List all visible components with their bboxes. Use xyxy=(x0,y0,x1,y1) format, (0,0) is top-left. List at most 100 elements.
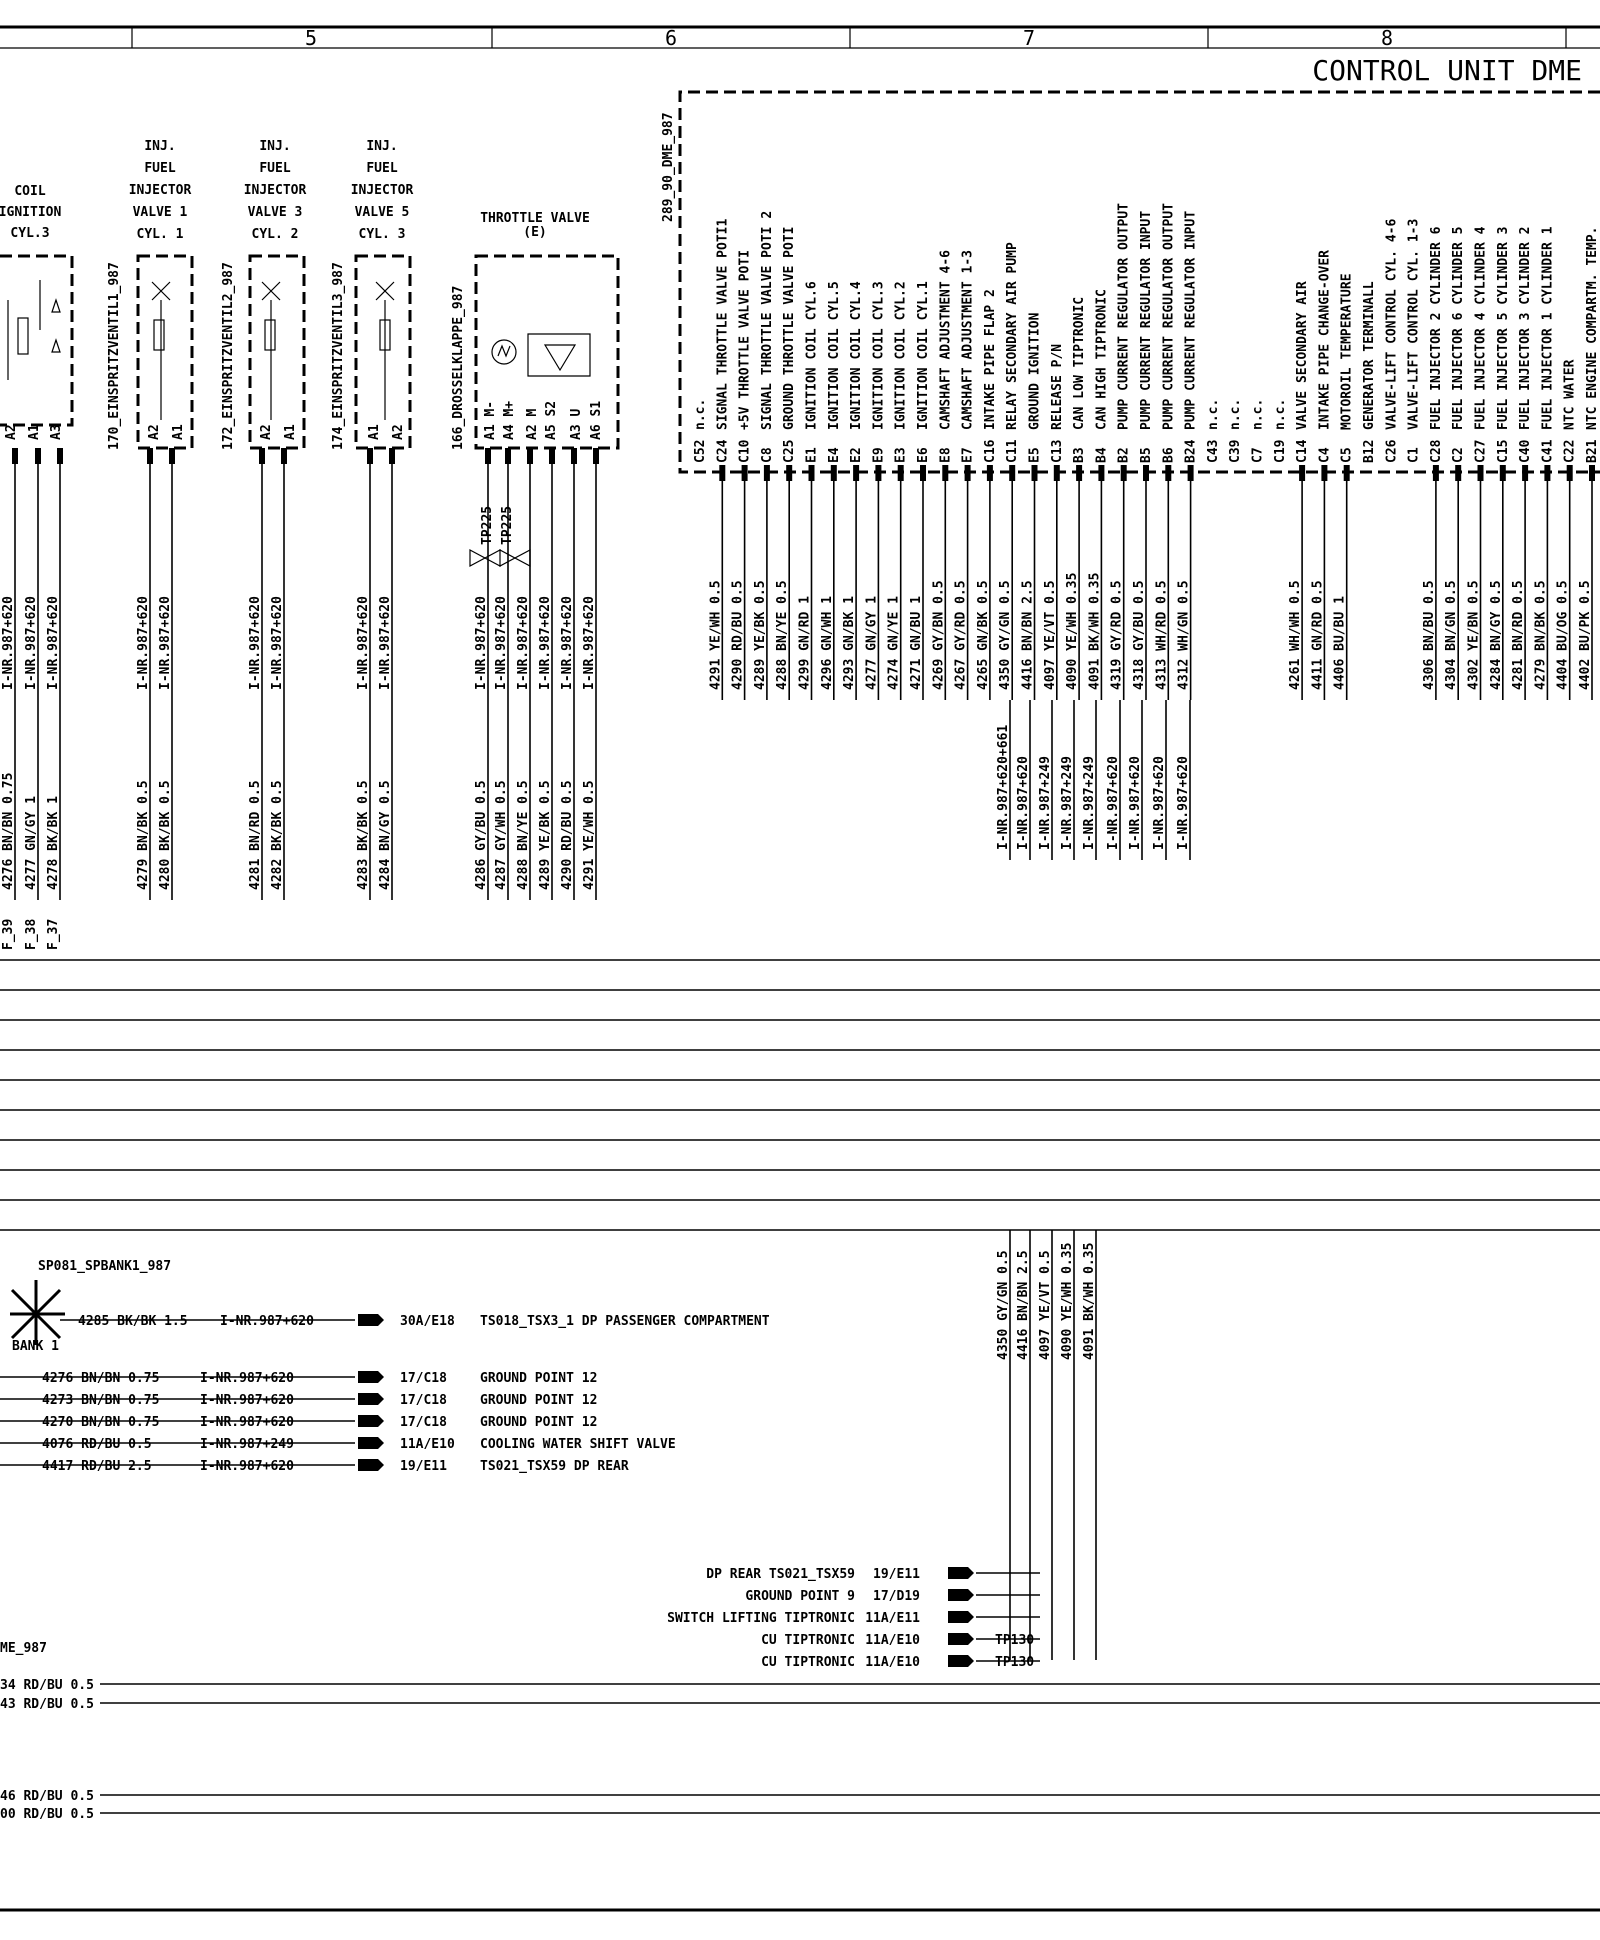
bottom-dest: GROUND POINT 9 xyxy=(745,1589,855,1604)
wire-code: 4283 BK/BK 0.5 xyxy=(356,780,371,890)
component-label: INJ. xyxy=(259,139,290,154)
wire-code: 4277 GN/GY 1 xyxy=(864,596,879,690)
pin-label: A4 M+ xyxy=(502,401,517,440)
component-label: CYL. 1 xyxy=(137,227,184,242)
dme-pin-desc: SIGNAL THROTTLE VALVE POTI1 xyxy=(715,219,730,430)
component-ref: 172_EINSPRITZVENTIL2_987 xyxy=(221,262,236,450)
wire-code: 4265 GN/BK 0.5 xyxy=(976,580,991,690)
wire-code: 4289 YE/BK 0.5 xyxy=(538,780,553,890)
ground-dest: GROUND POINT 12 xyxy=(480,1371,597,1386)
wire-code: 4411 GN/RD 0.5 xyxy=(1310,580,1325,690)
pin-terminal xyxy=(830,465,837,481)
pin-label: A2 xyxy=(391,424,406,440)
dme-pin-id: C13 xyxy=(1050,440,1065,463)
dme-pin-id: E5 xyxy=(1028,447,1043,463)
dme-pin-desc: FUEL INJECTOR 1 CYLINDER 1 xyxy=(1540,226,1555,430)
wire-inr: I-NR.987+620 xyxy=(494,596,509,690)
wire-inr: I-NR.987+620 xyxy=(1152,756,1167,850)
pin-label: A1 xyxy=(367,424,382,440)
wire-code: 4319 GY/RD 0.5 xyxy=(1110,580,1125,690)
connector-arrow xyxy=(358,1459,384,1471)
sheet-frame xyxy=(0,25,1600,1912)
component-label: VALVE 1 xyxy=(133,205,188,220)
wire-code: 4291 YE/WH 0.5 xyxy=(582,780,597,890)
wire-code: 4280 BK/BK 0.5 xyxy=(158,780,173,890)
fuel-injector-5: INJ. FUEL INJECTOR VALVE 5 CYL. 3 174_EI… xyxy=(331,139,413,450)
wire-inr: I-NR.987+620 xyxy=(1016,756,1031,850)
component-label: INJ. xyxy=(366,139,397,154)
pin-terminal xyxy=(593,448,599,464)
fuel-injector-3: INJ. FUEL INJECTOR VALVE 3 CYL. 2 172_EI… xyxy=(221,139,306,450)
wire-code: 4296 GN/WH 1 xyxy=(820,596,835,690)
wire-code: 4276 BN/BN 0.75 xyxy=(1,773,16,890)
pin-terminal xyxy=(1343,465,1350,481)
dme-pin-desc: CAMSHAFT ADJUSTMENT 4-6 xyxy=(938,250,953,430)
ground-inr: I-NR.987+620 xyxy=(200,1415,294,1430)
dme-pin-desc: GROUND IGNITION xyxy=(1028,312,1043,430)
component-label: IGNITION xyxy=(0,205,61,220)
wire-inr: I-NR.987+620 xyxy=(1106,756,1121,850)
dme-pin-id: E1 xyxy=(805,447,820,463)
wire-code: 4318 GY/BU 0.5 xyxy=(1132,580,1147,690)
component-label: INJECTOR xyxy=(129,183,192,198)
ground-ref: 19/E11 xyxy=(400,1459,447,1474)
pin-terminal xyxy=(1321,465,1328,481)
pin-terminal xyxy=(1120,465,1127,481)
dme-pin-desc: VALVE-LIFT CONTROL CYL. 1-3 xyxy=(1407,219,1422,430)
bottom-ref: 11A/E10 xyxy=(865,1633,920,1648)
dme-pin-id: C15 xyxy=(1496,440,1511,463)
dme-pin-id: C39 xyxy=(1228,440,1243,463)
pin-terminal xyxy=(763,465,770,481)
bottom-left-wire: 43 RD/BU 0.5 xyxy=(0,1697,94,1712)
wire-inr: I-NR.987+620 xyxy=(158,596,173,690)
ground-dest: COOLING WATER SHIFT VALVE xyxy=(480,1437,676,1452)
wire-code: 4350 GY/GN 0.5 xyxy=(998,580,1013,690)
pin-label: A2 M xyxy=(525,409,540,440)
bottom-ref: 11A/E11 xyxy=(865,1611,920,1626)
dme-pin-desc: n.c. xyxy=(1206,399,1221,430)
wire-code: 4313 WH/RD 0.5 xyxy=(1154,580,1169,690)
component-label: FUEL xyxy=(366,161,397,176)
dme-pin-id: E4 xyxy=(827,447,842,463)
wire-code: 4416 BN/BN 2.5 xyxy=(1016,1250,1031,1360)
dme-pin-desc: n.c. xyxy=(1251,399,1266,430)
ground-wire: 4276 BN/BN 0.75 xyxy=(42,1371,159,1386)
ground-dest: GROUND POINT 12 xyxy=(480,1393,597,1408)
wire-code: 4271 GN/BU 1 xyxy=(909,596,924,690)
wire-inr: I-NR.987+620 xyxy=(24,596,39,690)
zone-label: 7 xyxy=(1023,26,1035,50)
ground-inr: I-NR.987+620 xyxy=(200,1393,294,1408)
wire-code: 4306 BN/BU 0.5 xyxy=(1422,580,1437,690)
dme-pin-desc: INTAKE PIPE FLAP 2 xyxy=(983,289,998,430)
wire-inr: I-NR.987+620 xyxy=(582,596,597,690)
component-label: (E) xyxy=(523,225,546,240)
bottom-dest: DP REAR TS021_TSX59 xyxy=(706,1567,855,1582)
dme-pin-id: C7 xyxy=(1251,447,1266,463)
dme-pin-id: B6 xyxy=(1161,447,1176,463)
dme-pin-id: C28 xyxy=(1429,439,1444,463)
pin-label: A2 xyxy=(4,424,19,440)
bottom-left-ref: ME_987 xyxy=(0,1641,47,1656)
pin-terminal xyxy=(1522,465,1529,481)
component-ref: 174_EINSPRITZVENTIL3_987 xyxy=(331,262,346,450)
pin-terminal xyxy=(1165,465,1172,481)
ground-dest: TS021_TSX59 DP REAR xyxy=(480,1459,629,1474)
dme-pin-id: C4 xyxy=(1317,447,1332,463)
fuse-label: F_38 xyxy=(24,919,39,950)
pin-terminal xyxy=(1566,465,1573,481)
pin-terminal xyxy=(897,465,904,481)
dme-pin-desc: FUEL INJECTOR 4 CYLINDER 4 xyxy=(1474,226,1489,430)
wire-inr: I-NR.987+620 xyxy=(474,596,489,690)
dme-pin-desc: IGNITION COIL CYL.1 xyxy=(916,281,931,430)
connector-arrow xyxy=(358,1314,384,1326)
dme-pin-desc: FUEL INJECTOR 3 CYLINDER 2 xyxy=(1518,227,1533,431)
dme-pin-desc: GROUND THROTTLE VALVE POTI xyxy=(782,227,797,431)
wire-inr: I-NR.987+620 xyxy=(378,596,393,690)
wire-code: 4304 BN/GN 0.5 xyxy=(1444,580,1459,690)
component-ref: 170_EINSPRITZVENTIL1_987 xyxy=(107,262,122,450)
wire-code: 4290 RD/BU 0.5 xyxy=(731,580,746,690)
pin-terminal xyxy=(1499,465,1506,481)
wire-code: 4279 BN/BK 0.5 xyxy=(1533,580,1548,690)
wire-code: 4290 RD/BU 0.5 xyxy=(560,780,575,890)
zone-label: 8 xyxy=(1381,26,1393,50)
